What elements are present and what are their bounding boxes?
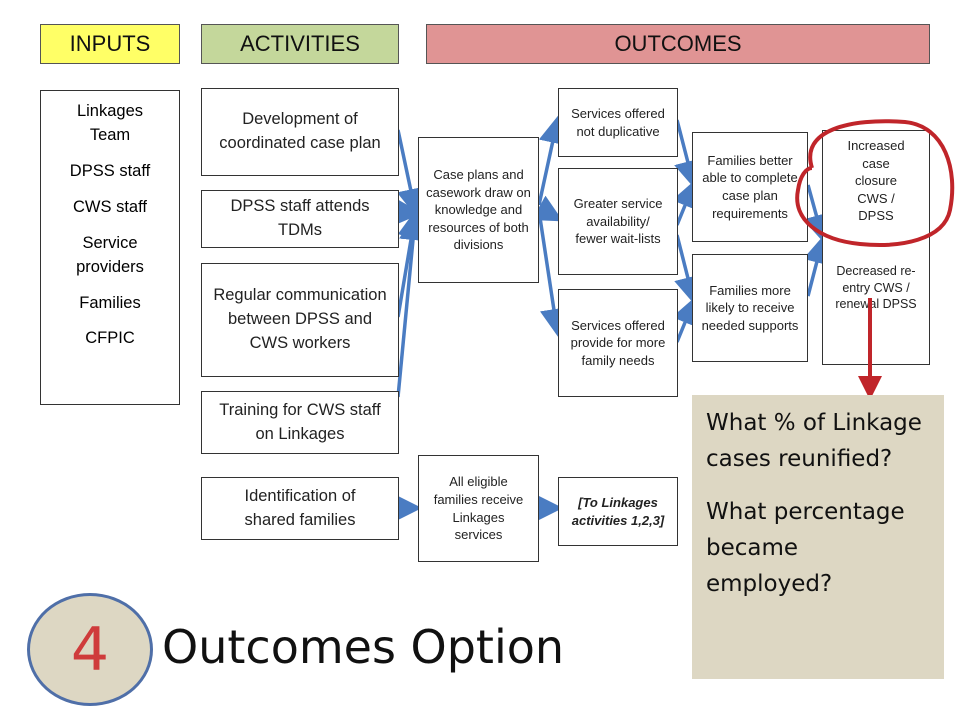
activity-identification-shared-families: Identification of shared families [201,477,399,540]
arrow-right-icon [803,235,831,297]
question-employed: What percentage became employed? [706,498,905,598]
outcomes-header: OUTCOMES [426,24,930,64]
arrow-right-icon [531,195,564,222]
outcome-case-closure: Increased case closure CWS / DPSS [847,138,905,224]
activities-header: ACTIVITIES [201,24,399,64]
arrow-right-icon [396,129,425,217]
outcome-final: Increased case closure CWS / DPSS Decrea… [822,130,930,365]
arrow-right-icon [537,210,568,337]
input-item: Linkages Team [76,102,144,144]
input-item: Families [79,293,141,312]
outcome-case-plan-requirements: Families better able to complete case pl… [692,132,808,242]
activity-coordinated-case-plan: Development of coordinated case plan [201,88,399,176]
input-item: Service providers [76,233,144,276]
input-item: DPSS staff [69,161,151,180]
outcome-family-needs: Services offered provide for more family… [558,289,678,397]
option-number-badge: 4 [27,593,153,706]
input-item: CWS staff [73,197,147,216]
outcome-not-duplicative: Services offered not duplicative [558,88,678,157]
inputs-list: Linkages Team DPSS staff CWS staff Servi… [40,90,180,405]
input-item: CFPIC [85,329,135,348]
outcome-to-linkages: [To Linkages activities 1,2,3] [558,477,678,546]
outcome-eligible-families: All eligible families receive Linkages s… [418,455,539,562]
highlight-circle [795,119,955,247]
arrow-right-icon [672,179,698,226]
activity-training-cws: Training for CWS staff on Linkages [201,391,399,454]
slide-title: Outcomes Option [162,620,565,674]
arrow-right-icon [396,212,427,398]
inputs-header: INPUTS [40,24,180,64]
outcome-service-availability: Greater service availability/ fewer wait… [558,168,678,275]
arrow-right-icon [672,296,698,343]
outcome-needed-supports: Families more likely to receive needed s… [692,254,808,362]
outcome-case-plans: Case plans and casework draw on knowledg… [418,137,539,283]
activity-dpss-attends-tdms: DPSS staff attends TDMs [201,190,399,248]
question-reunified: What % of Linkage cases reunified? [706,410,922,473]
evaluation-questions: What % of Linkage cases reunified? What … [692,395,944,679]
arrow-right-icon [537,115,567,206]
arrow-right-icon [674,234,702,305]
activity-regular-communication: Regular communication between DPSS and C… [201,263,399,377]
arrow-right-icon [802,184,830,243]
arrow-right-icon [674,119,702,189]
outcome-reentry: Decreased re-entry CWS / renewal DPSS [835,263,917,312]
